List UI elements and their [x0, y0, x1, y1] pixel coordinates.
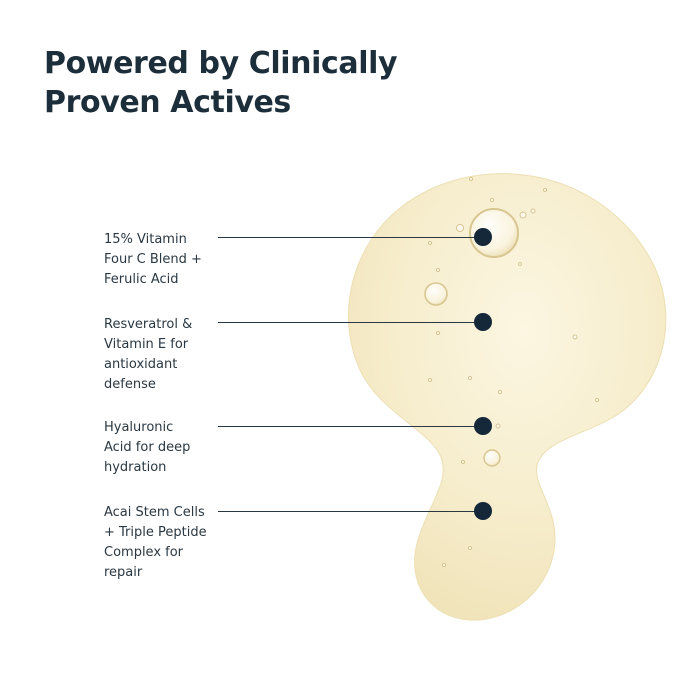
ingredient-label-vitamin-c: 15% Vitamin Four C Blend + Ferulic Acid	[104, 230, 224, 290]
ingredient-label-hyaluronic: Hyaluronic Acid for deep hydration	[104, 418, 224, 478]
headline-line-1: Powered by Clinically	[44, 46, 398, 81]
marker-dot-4	[474, 502, 492, 520]
serum-droplet	[348, 173, 667, 621]
speckle-bubbles	[428, 177, 599, 567]
ingredient-label-acai: Acai Stem Cells + Triple Peptide Complex…	[104, 503, 224, 583]
label-line: + Triple Peptide	[104, 525, 207, 540]
label-line: Ferulic Acid	[104, 272, 179, 287]
label-line: Acid for deep	[104, 440, 191, 455]
label-line: Resveratrol &	[104, 317, 193, 332]
headline-line-2: Proven Actives	[44, 85, 291, 120]
label-line: hydration	[104, 460, 167, 475]
leader-lines	[218, 237, 483, 512]
label-line: Vitamin E for	[104, 337, 189, 352]
bubble-small	[483, 449, 501, 467]
label-line: Complex for	[104, 545, 184, 560]
label-line: antioxidant	[104, 357, 178, 372]
marker-dot-2	[474, 313, 492, 331]
label-line: Four C Blend +	[104, 252, 202, 267]
label-line: Acai Stem Cells	[104, 505, 205, 520]
label-line: defense	[104, 377, 156, 392]
label-line: 15% Vitamin	[104, 232, 187, 247]
bubble-medium	[424, 282, 448, 306]
label-line: Hyaluronic	[104, 420, 174, 435]
marker-dot-1	[474, 228, 492, 246]
page-headline: Powered by Clinically Proven Actives	[44, 44, 464, 122]
marker-dots	[474, 228, 492, 520]
ingredient-label-resveratrol: Resveratrol & Vitamin E for antioxidant …	[104, 315, 224, 395]
marker-dot-3	[474, 417, 492, 435]
label-line: repair	[104, 565, 143, 580]
